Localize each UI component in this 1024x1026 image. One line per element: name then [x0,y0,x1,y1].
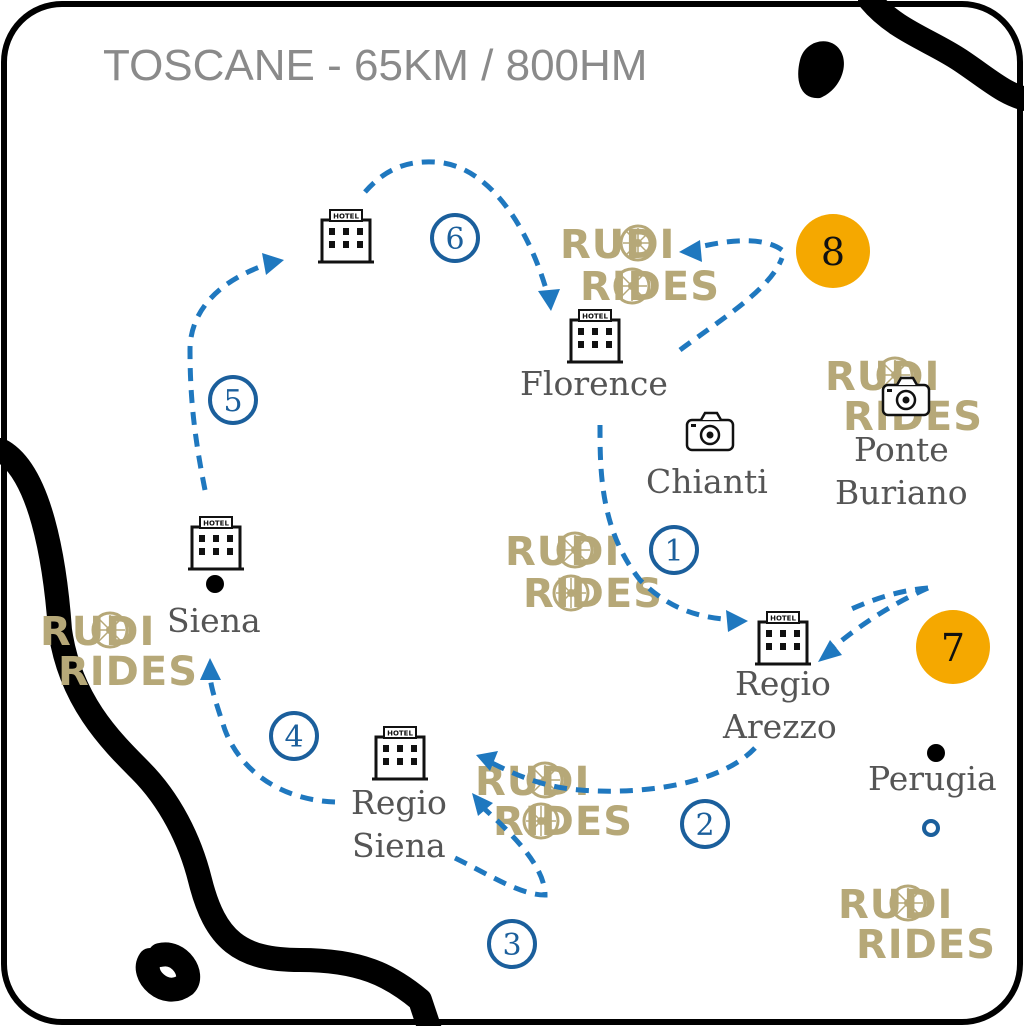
watermark-rudi-rides: RUDI RIDES [40,609,198,695]
coastline-top-right [858,0,1024,111]
place-siena: Siena [167,601,261,640]
watermark-rudi-rides: RUDI RIDES [505,529,663,617]
route-leg-7 [828,585,930,652]
svg-text:RIDES: RIDES [523,571,663,617]
place-perugia: Perugia [868,759,997,798]
svg-text:5: 5 [223,384,242,419]
step-marker-3: 3 [487,919,537,969]
coastline-left [0,438,442,1026]
place-chianti: Chianti [646,462,768,501]
step-marker-1: 1 [649,525,699,575]
route-leg-8b [694,238,784,253]
hotel-icon-regio-arezzo [753,610,813,666]
svg-text:8: 8 [821,230,845,274]
route-leg-7b [843,585,929,615]
badge-7: 7 [916,610,990,684]
hotel-icon-regio-siena [370,725,430,781]
hotel-icon-siena [186,515,246,571]
route-leg-3 [453,803,548,898]
route-leg-5 [187,261,269,491]
place-regio-siena-line1: Regio [351,783,447,822]
step-marker-2: 2 [680,799,730,849]
svg-text:7: 7 [941,626,965,670]
svg-text:RIDES: RIDES [856,922,996,968]
route-leg-4 [207,672,336,805]
route-leg-8 [678,257,785,353]
place-regio-siena-line2: Siena [352,826,446,865]
hotel-icon-start [316,208,376,264]
svg-text:RUDI: RUDI [505,529,620,575]
route-layer [187,159,930,898]
route-leg-2 [488,746,757,794]
svg-text:6: 6 [445,222,464,257]
city-dot-perugia [927,744,945,762]
place-ponte-buriano-line2: Buriano [835,473,968,512]
watermark-rudi-rides: RUDI RIDES [475,759,632,845]
svg-text:1: 1 [664,534,683,569]
svg-text:RIDES: RIDES [58,649,198,695]
place-regio-arezzo-line1: Regio [735,664,831,703]
map-title: TOSCANE - 65KM / 800HM [103,41,647,90]
svg-text:2: 2 [695,808,714,843]
watermark-rudi-rides: RUDI RIDES [560,222,719,310]
watermark-rudi-rides: RUDI RIDES [838,882,996,968]
svg-text:RUDI: RUDI [560,222,675,268]
route-leg-6 [363,159,551,297]
city-dot-siena [206,575,224,593]
place-ponte-buriano-line1: Ponte [854,430,949,469]
route-leg-1 [597,424,736,623]
badge-8: 8 [796,214,870,288]
hotel-icon-florence [565,308,625,364]
place-florence: Florence [520,364,668,403]
step-marker-6: 6 [430,213,480,263]
island-top-right [798,41,844,99]
svg-text:4: 4 [284,720,303,755]
location-ring-perugia [922,819,940,837]
step-marker-5: 5 [208,375,258,425]
svg-text:3: 3 [502,928,521,963]
place-regio-arezzo-line2: Arezzo [722,707,837,746]
coastline-bottom [135,942,201,1002]
step-marker-4: 4 [269,711,319,761]
camera-icon-chianti [685,411,735,452]
